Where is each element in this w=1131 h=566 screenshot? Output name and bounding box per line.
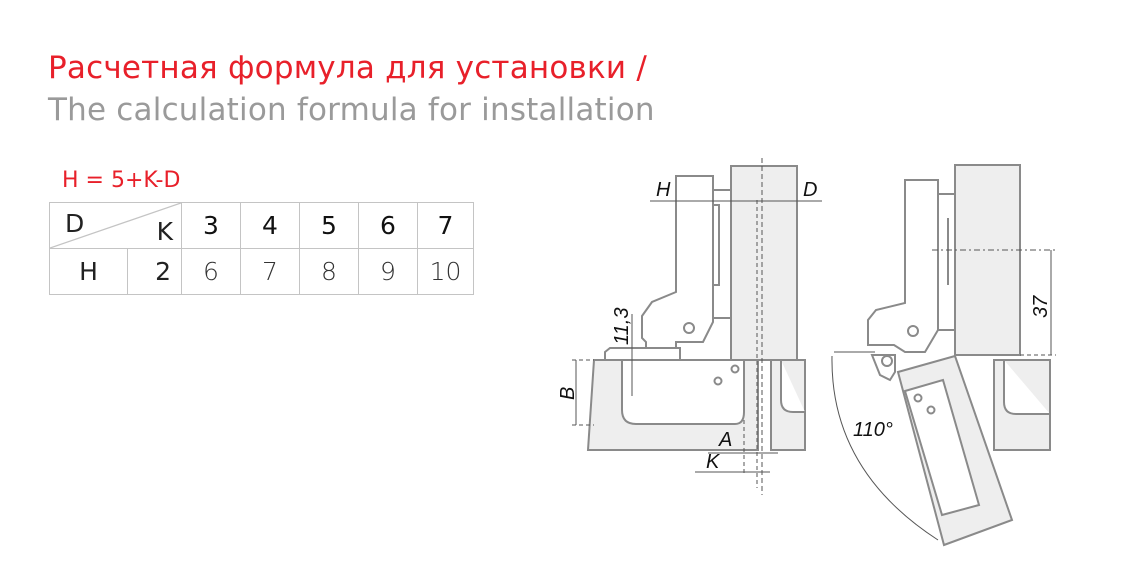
- hinge-plate: [604, 347, 681, 361]
- label-d: D: [803, 179, 817, 201]
- h-cell: 9: [358, 248, 418, 295]
- hinge-bracket-open: [938, 193, 955, 331]
- corner-cell: D K: [49, 202, 182, 249]
- title-russian: Расчетная формула для установки /: [48, 50, 647, 86]
- h-cell: 8: [299, 248, 359, 295]
- screw-hole-icon: [926, 405, 936, 415]
- hinge-pivot-icon: [683, 322, 695, 334]
- hinge-pivot-icon: [881, 355, 893, 367]
- label-b: B: [557, 387, 579, 400]
- h-row-label: H: [49, 248, 128, 295]
- label-11-3: 11,3: [611, 308, 633, 345]
- screw-hole-icon: [713, 376, 723, 386]
- formula: H = 5+K-D: [62, 168, 181, 193]
- cup-recess: [621, 359, 745, 425]
- hinge-arm: [641, 175, 714, 351]
- hinge-pivot-icon: [907, 325, 919, 337]
- recess-right: [780, 360, 805, 413]
- table-row-h: H 2 6 7 8 9 10: [49, 248, 474, 295]
- title-english: The calculation formula for installation: [48, 92, 655, 128]
- d-value-cell: 2: [127, 248, 182, 295]
- door-panel: [730, 165, 798, 361]
- opened-door-cup: [903, 378, 981, 517]
- hinge-arm-open: [867, 179, 939, 353]
- angle-arc: [831, 355, 939, 541]
- k-cell: 7: [417, 202, 474, 249]
- door-panel-open-view: [954, 164, 1021, 356]
- label-37: 37: [1030, 295, 1052, 318]
- h-cell: 10: [417, 248, 474, 295]
- label-k: K: [706, 451, 721, 473]
- label-h: H: [656, 179, 671, 201]
- h-cell: 7: [240, 248, 300, 295]
- screw-hole-icon: [913, 393, 923, 403]
- recess-open-view: [1003, 360, 1050, 415]
- label-a: A: [718, 429, 732, 451]
- screw-hole-icon: [730, 364, 740, 374]
- k-cell: 6: [358, 202, 418, 249]
- calculation-table: D K 3 4 5 6 7 H 2 6 7 8 9 10: [49, 202, 474, 295]
- table-row-k: D K 3 4 5 6 7: [49, 202, 474, 249]
- corner-d-label: D: [65, 209, 85, 238]
- corner-k-label: K: [156, 217, 173, 246]
- label-angle: 110°: [853, 419, 893, 441]
- hinge-bracket: [713, 189, 731, 319]
- diagonal-divider: [50, 203, 181, 248]
